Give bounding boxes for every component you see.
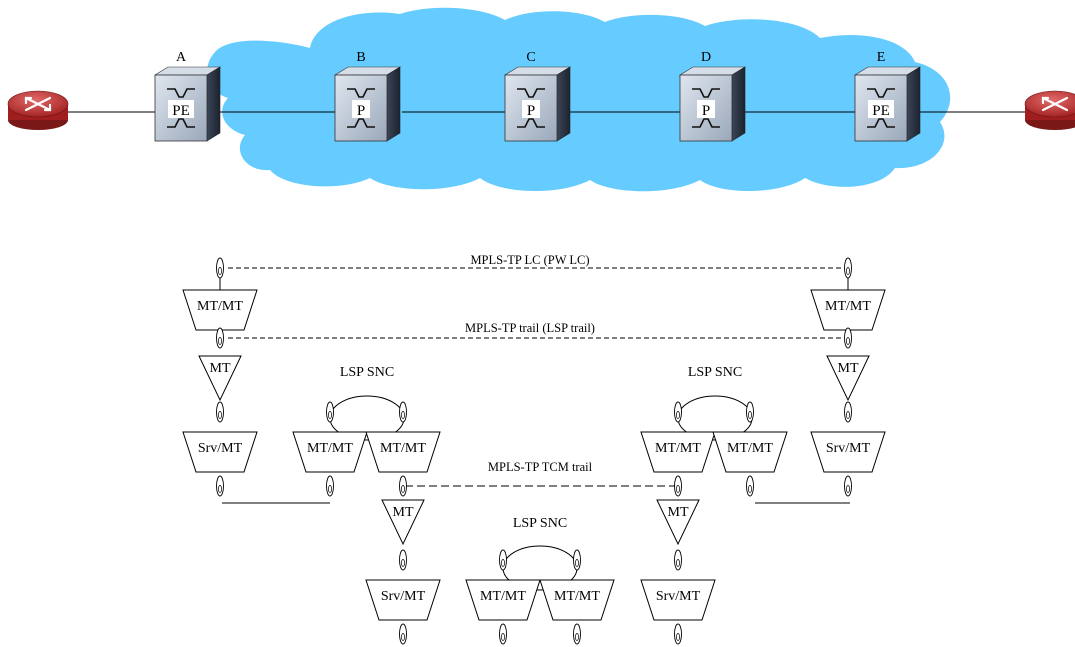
- connection-point-icon: [674, 475, 682, 497]
- switch-node-b: PB: [333, 50, 402, 142]
- lsp-snc-loop: LSP SNC: [329, 365, 405, 441]
- connection-point-icon: [844, 475, 852, 497]
- lsp-snc-loop: LSP SNC: [677, 365, 753, 441]
- connection-point-icon: [326, 475, 334, 497]
- trail-lines: [222, 267, 850, 504]
- mt-adaptation-triangle: MT: [198, 355, 242, 402]
- node-type-label: PE: [872, 103, 890, 119]
- connection-point-icon: [674, 549, 682, 571]
- pw-lc-label: MPLS-TP LC (PW LC): [470, 253, 589, 267]
- connection-point-icon: [216, 257, 224, 279]
- mt-mt-function-b2: MT/MT: [365, 431, 441, 473]
- connection-point-icon: [399, 475, 407, 497]
- mt-mt-function-left: MT/MT: [182, 289, 258, 331]
- connection-point-icon: [674, 401, 682, 423]
- switch-node-d: PD: [678, 50, 747, 142]
- snc-label: LSP SNC: [513, 516, 567, 531]
- node-letter-label: B: [356, 50, 365, 65]
- node-type-label: P: [702, 103, 710, 119]
- switch-node-c: PC: [503, 50, 572, 142]
- function-label: MT/MT: [197, 299, 243, 314]
- trail-labels: MPLS-TP LC (PW LC) MPLS-TP trail (LSP tr…: [465, 253, 595, 474]
- connection-point-icon: [674, 623, 682, 645]
- customer-edge-router-right: [1024, 90, 1075, 130]
- function-label: MT/MT: [380, 441, 426, 456]
- function-label: MT: [393, 505, 414, 520]
- node-type-label: P: [527, 103, 535, 119]
- customer-edge-router-left: [7, 90, 69, 130]
- connection-point-icon: [844, 257, 852, 279]
- snc-label: LSP SNC: [688, 365, 742, 380]
- snc-label: LSP SNC: [340, 365, 394, 380]
- mt-adaptation-triangle: MT: [381, 499, 425, 546]
- connection-point-icon: [573, 623, 581, 645]
- srv-mt-function-left: Srv/MT: [182, 431, 258, 473]
- mt-adaptation-triangle: MT: [656, 499, 700, 546]
- connection-point-icon: [216, 475, 224, 497]
- switch-arrows-icon: [347, 88, 375, 128]
- node-type-label: PE: [172, 103, 190, 119]
- lsp-trail-label: MPLS-TP trail (LSP trail): [465, 321, 595, 335]
- node-letter-label: D: [701, 50, 711, 65]
- node-type-label: P: [357, 103, 365, 119]
- function-label: MT/MT: [554, 589, 600, 604]
- function-label: Srv/MT: [826, 441, 871, 456]
- connection-point-icon: [399, 623, 407, 645]
- srv-mt-function-d: Srv/MT: [640, 579, 716, 621]
- switch-node-e: PE E: [853, 50, 922, 142]
- function-label: MT: [210, 361, 231, 376]
- mt-mt-function-d2: MT/MT: [712, 431, 788, 473]
- tcm-trail-label: MPLS-TP TCM trail: [488, 460, 593, 474]
- connection-point-icon: [499, 549, 507, 571]
- connection-point-icon: [216, 401, 224, 423]
- lsp-snc-loop: LSP SNC: [502, 516, 578, 591]
- mt-adaptation-triangle: MT: [826, 355, 870, 402]
- connection-point-icon: [746, 475, 754, 497]
- mt-mt-function-d1: MT/MT: [640, 431, 716, 473]
- connection-point-icon: [399, 549, 407, 571]
- switch-arrows-icon: [517, 88, 545, 128]
- mt-mt-function-right: MT/MT: [810, 289, 886, 331]
- connection-point-icon: [216, 327, 224, 349]
- function-label: MT/MT: [727, 441, 773, 456]
- function-label: Srv/MT: [381, 589, 426, 604]
- connection-point-icon: [844, 327, 852, 349]
- function-label: MT: [668, 505, 689, 520]
- connection-point-icon: [746, 401, 754, 423]
- router-arrows-icon: [1041, 96, 1069, 112]
- connection-point-icon: [844, 401, 852, 423]
- connection-point-icon: [499, 623, 507, 645]
- function-label: MT/MT: [307, 441, 353, 456]
- switch-arrows-icon: [867, 88, 895, 128]
- function-label: Srv/MT: [656, 589, 701, 604]
- node-letter-label: C: [526, 50, 535, 65]
- function-label: Srv/MT: [198, 441, 243, 456]
- node-letter-label: A: [176, 50, 187, 65]
- function-label: MT/MT: [825, 299, 871, 314]
- node-letter-label: E: [877, 50, 886, 65]
- connection-point-icon: [326, 401, 334, 423]
- function-label: MT/MT: [655, 441, 701, 456]
- mt-mt-function-b1: MT/MT: [292, 431, 368, 473]
- mpls-cloud: [207, 7, 951, 192]
- srv-mt-function-right: Srv/MT: [810, 431, 886, 473]
- srv-mt-function-b: Srv/MT: [365, 579, 441, 621]
- connection-point-icon: [399, 401, 407, 423]
- mt-mt-function-c1: MT/MT: [465, 579, 541, 621]
- switch-arrows-icon: [692, 88, 720, 128]
- function-label: MT/MT: [480, 589, 526, 604]
- switch-arrows-icon: [167, 88, 195, 128]
- function-label: MT: [838, 361, 859, 376]
- mt-mt-function-c2: MT/MT: [539, 579, 615, 621]
- connection-point-icon: [573, 549, 581, 571]
- switch-node-a: PE A: [153, 50, 222, 142]
- router-arrows-icon: [24, 96, 52, 112]
